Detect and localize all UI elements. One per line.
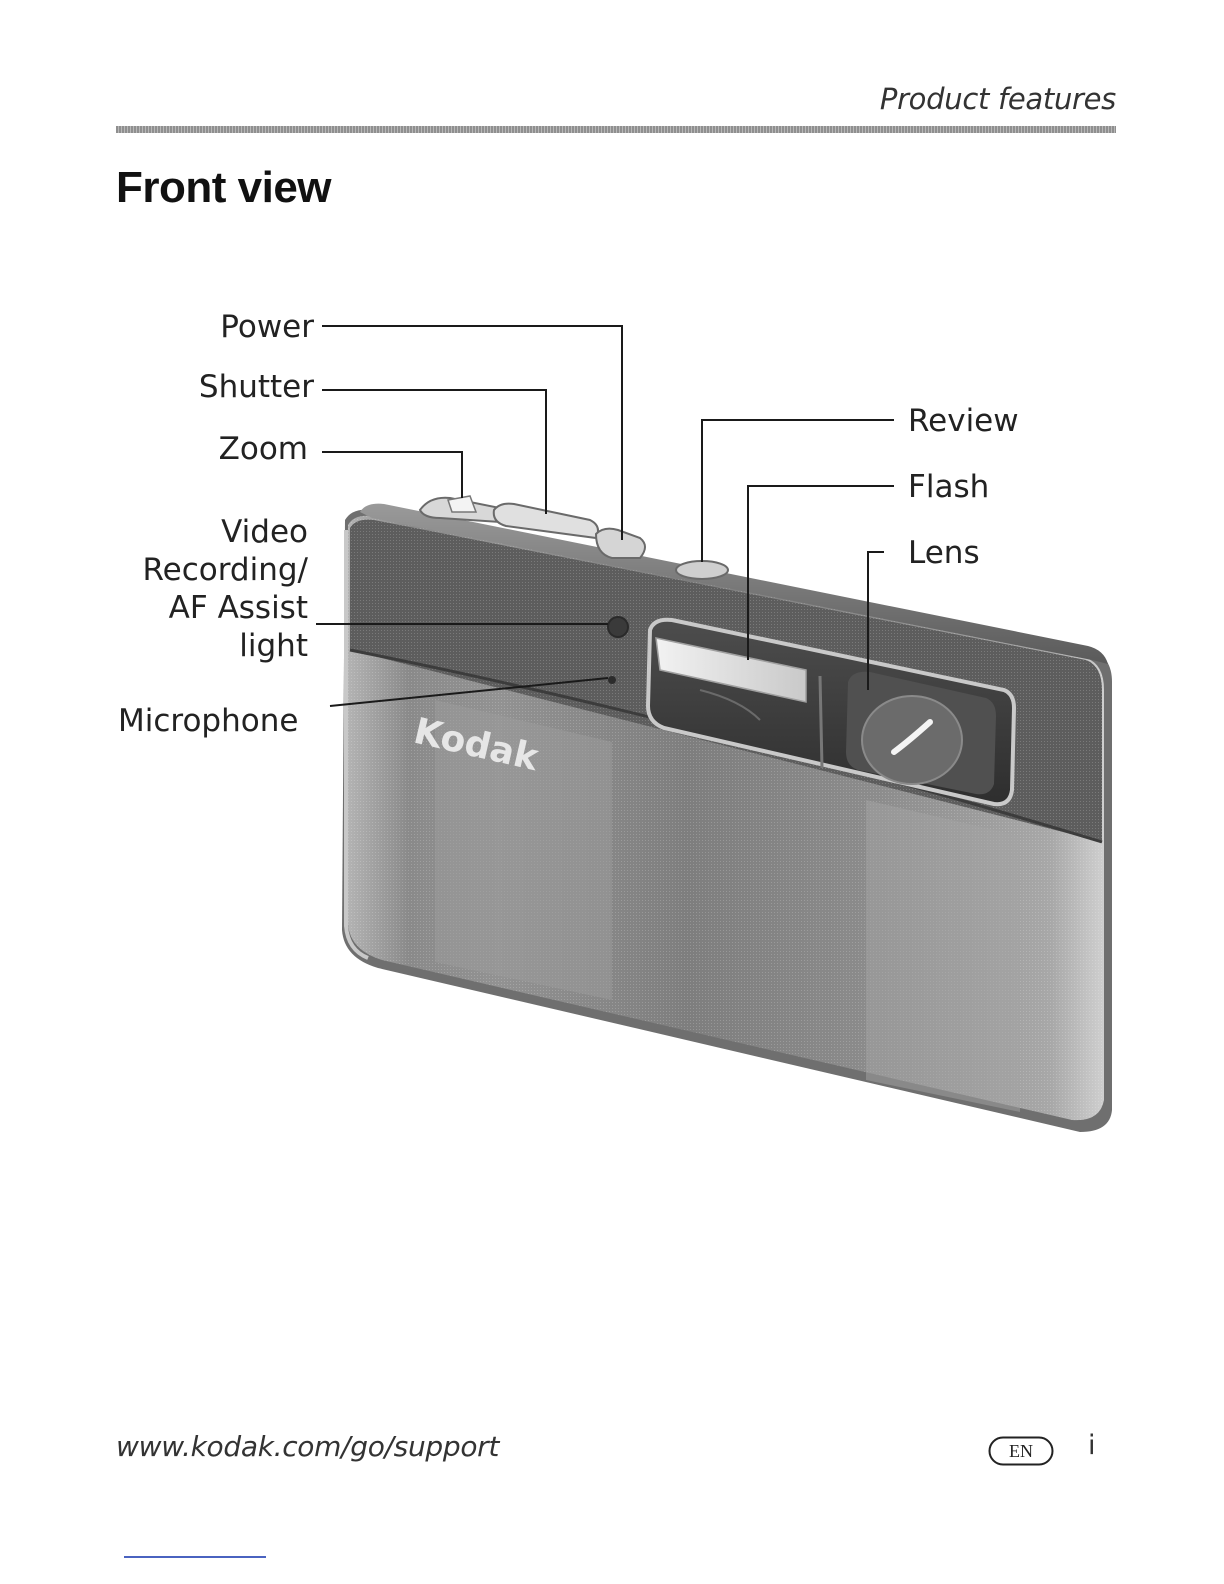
callout-video-line-1: Video xyxy=(143,513,309,551)
support-url[interactable]: www.kodak.com/go/support xyxy=(116,1430,499,1463)
callout-flash: Flash xyxy=(908,468,989,506)
callout-review: Review xyxy=(908,402,1019,440)
af-assist-light xyxy=(608,617,628,637)
callout-power: Power xyxy=(220,308,314,346)
callout-video-line-3: AF Assist xyxy=(143,589,309,627)
callout-lens: Lens xyxy=(908,534,980,572)
language-badge: EN xyxy=(988,1436,1054,1466)
microphone-hole xyxy=(608,676,616,684)
callout-video-line-2: Recording/ xyxy=(143,551,309,589)
callout-video-recording-af-assist: Video Recording/ AF Assist light xyxy=(143,513,309,665)
callout-zoom: Zoom xyxy=(219,430,308,468)
footer-link-rule xyxy=(124,1556,266,1558)
camera-body xyxy=(342,504,1112,1132)
callout-video-line-4: light xyxy=(143,627,309,665)
page-number: i xyxy=(1088,1430,1096,1461)
callout-shutter: Shutter xyxy=(199,368,314,406)
callout-microphone: Microphone xyxy=(118,702,298,740)
